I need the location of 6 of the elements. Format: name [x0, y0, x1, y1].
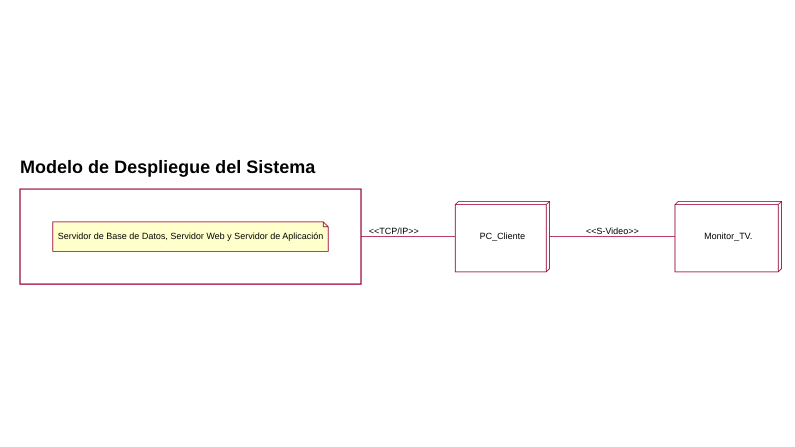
connector	[360, 236, 456, 238]
edge-label: <<TCP/IP>>	[368, 226, 419, 236]
diagram-title: Modelo de Despliegue del Sistema	[20, 157, 316, 178]
cluster	[19, 188, 362, 285]
connector	[549, 236, 676, 238]
edge-label: <<S-Video>>	[586, 226, 639, 236]
